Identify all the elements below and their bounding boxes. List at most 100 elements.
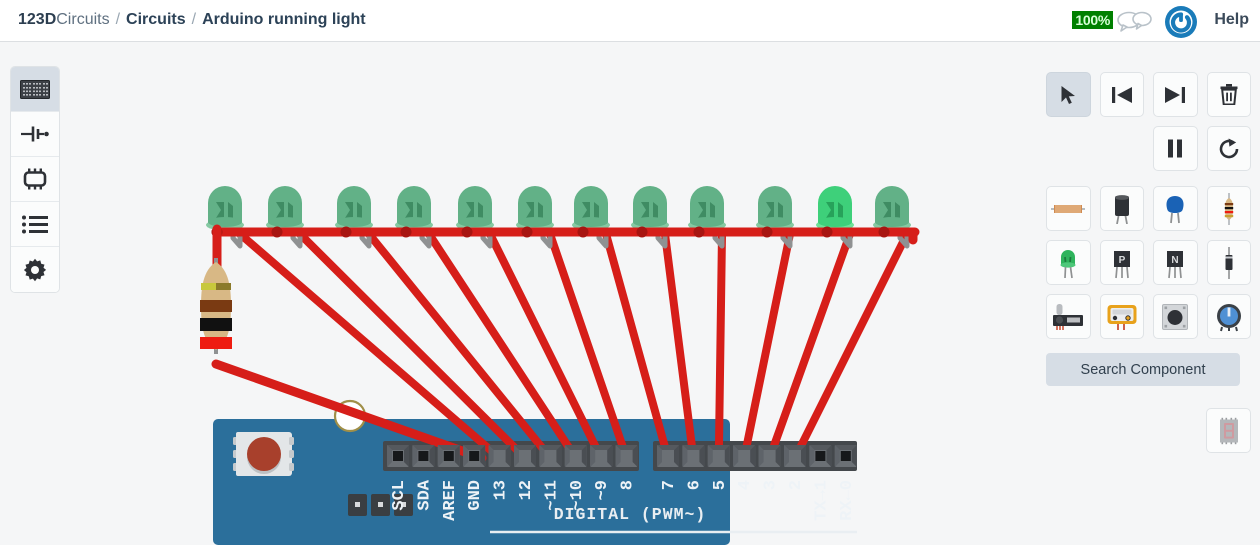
current-limiting-resistor[interactable] bbox=[200, 258, 232, 354]
header-socket[interactable] bbox=[437, 445, 460, 467]
svg-text:P: P bbox=[1118, 255, 1125, 266]
ic-chip-icon bbox=[23, 168, 47, 190]
breadcrumb-project-title[interactable]: Arduino running light bbox=[202, 11, 366, 28]
delete-button[interactable] bbox=[1206, 72, 1251, 117]
step-forward-button[interactable] bbox=[1153, 72, 1198, 117]
pin-label: ~10 bbox=[568, 480, 587, 511]
component-relay-module[interactable] bbox=[1046, 294, 1091, 339]
header-socket[interactable] bbox=[590, 445, 613, 467]
breadcrumb-section[interactable]: Circuits bbox=[126, 11, 186, 28]
simulation-controls-row-2 bbox=[1046, 126, 1251, 171]
led-1[interactable] bbox=[206, 186, 244, 249]
sidebar-item-settings[interactable] bbox=[11, 247, 59, 292]
header-socket[interactable] bbox=[733, 445, 756, 467]
component-speaker[interactable] bbox=[1153, 294, 1198, 339]
header-socket[interactable] bbox=[682, 445, 705, 467]
wire-led-5[interactable] bbox=[486, 230, 606, 462]
breadcrumb: 123DCircuits/Circuits/Arduino running li… bbox=[18, 11, 366, 29]
wire-led-1[interactable] bbox=[236, 230, 504, 462]
simulation-controls-row-1 bbox=[1046, 72, 1251, 117]
header-socket[interactable] bbox=[488, 445, 511, 467]
component-led[interactable] bbox=[1046, 240, 1091, 285]
led-4[interactable] bbox=[395, 186, 433, 249]
led-5[interactable] bbox=[456, 186, 494, 249]
pin-label: GND bbox=[466, 480, 485, 511]
pin-label: 3 bbox=[762, 480, 781, 490]
select-tool-button[interactable] bbox=[1046, 72, 1091, 117]
resistor-icon bbox=[1224, 192, 1233, 225]
chat-bubbles-icon[interactable] bbox=[1116, 10, 1152, 32]
wire-led-3[interactable] bbox=[365, 230, 555, 462]
header-socket[interactable] bbox=[657, 445, 679, 467]
breadcrumb-brand[interactable]: 123DCircuits bbox=[18, 11, 110, 28]
pin-label: 5 bbox=[711, 480, 730, 490]
wire-led-11[interactable] bbox=[765, 230, 854, 462]
potentiometer-icon bbox=[1216, 303, 1241, 331]
header-socket[interactable] bbox=[387, 445, 409, 467]
header-socket[interactable] bbox=[463, 445, 486, 467]
led-12[interactable] bbox=[873, 186, 911, 249]
step-back-button[interactable] bbox=[1099, 72, 1144, 117]
led-8[interactable] bbox=[631, 186, 669, 249]
header-socket[interactable] bbox=[412, 445, 435, 467]
header-socket[interactable] bbox=[514, 445, 536, 467]
led-6[interactable] bbox=[516, 186, 554, 249]
component-npn-transistor[interactable]: N bbox=[1153, 240, 1198, 285]
component-electrolytic-capacitor[interactable] bbox=[1099, 186, 1144, 231]
restart-simulation-button[interactable] bbox=[1206, 126, 1251, 171]
help-link[interactable]: Help bbox=[1214, 11, 1249, 28]
led-layer bbox=[206, 186, 911, 249]
pin-label: AREF bbox=[441, 480, 460, 521]
led-7[interactable] bbox=[572, 186, 610, 249]
reset-button[interactable] bbox=[233, 432, 294, 476]
search-component-button[interactable]: Search Component bbox=[1046, 353, 1240, 386]
led-11[interactable] bbox=[816, 186, 854, 249]
component-diode[interactable] bbox=[1206, 240, 1251, 285]
led-3[interactable] bbox=[335, 186, 373, 249]
sidebar-item-breadboard-view[interactable] bbox=[11, 67, 59, 112]
sidebar-item-schematic-view[interactable] bbox=[11, 112, 59, 157]
pause-simulation-button[interactable] bbox=[1153, 126, 1198, 171]
header-socket[interactable] bbox=[564, 445, 587, 467]
svg-text:N: N bbox=[1172, 255, 1179, 266]
wire-led-12[interactable] bbox=[791, 230, 911, 462]
wire-led-9[interactable] bbox=[714, 230, 726, 462]
header-socket[interactable] bbox=[834, 445, 857, 467]
led-9[interactable] bbox=[688, 186, 726, 249]
wire-led-4[interactable] bbox=[425, 230, 580, 462]
gear-icon bbox=[23, 258, 47, 281]
component-potentiometer[interactable] bbox=[1206, 294, 1251, 339]
wire-led-8[interactable] bbox=[661, 230, 698, 462]
wire-resistor-to-gnd[interactable] bbox=[211, 359, 487, 463]
header-socket[interactable] bbox=[539, 445, 562, 467]
header-socket[interactable] bbox=[809, 445, 832, 467]
wire-led-7[interactable] bbox=[602, 230, 672, 462]
header-socket[interactable] bbox=[784, 445, 806, 467]
component-ceramic-capacitor[interactable] bbox=[1153, 186, 1198, 231]
arduino-uno-board[interactable]: DIGITAL (PWM~) bbox=[213, 399, 857, 545]
pin-label: 8 bbox=[619, 480, 638, 490]
wire-led-10[interactable] bbox=[740, 230, 794, 462]
component-pnp-transistor[interactable]: P bbox=[1099, 240, 1144, 285]
bus-wire[interactable] bbox=[211, 224, 920, 463]
pin-label: 4 bbox=[736, 480, 755, 490]
wire-led-2[interactable] bbox=[296, 230, 529, 462]
component-multimeter[interactable] bbox=[1099, 294, 1144, 339]
brand-bold: 123D bbox=[18, 11, 57, 28]
header-socket[interactable] bbox=[707, 445, 730, 467]
wire-led-6[interactable] bbox=[546, 230, 631, 462]
component-seven-segment[interactable] bbox=[1206, 408, 1251, 453]
pause-icon bbox=[1168, 139, 1183, 158]
header-socket[interactable] bbox=[758, 445, 781, 467]
header-socket[interactable] bbox=[615, 445, 638, 467]
component-inductor[interactable] bbox=[1046, 186, 1091, 231]
led-2[interactable] bbox=[266, 186, 304, 249]
component-resistor[interactable] bbox=[1206, 186, 1251, 231]
trash-icon bbox=[1220, 84, 1238, 105]
led-10[interactable] bbox=[756, 186, 794, 249]
sidebar-item-components-list[interactable] bbox=[11, 202, 59, 247]
power-logo-icon[interactable] bbox=[1164, 5, 1198, 39]
sidebar-item-pcb-view[interactable] bbox=[11, 157, 59, 202]
